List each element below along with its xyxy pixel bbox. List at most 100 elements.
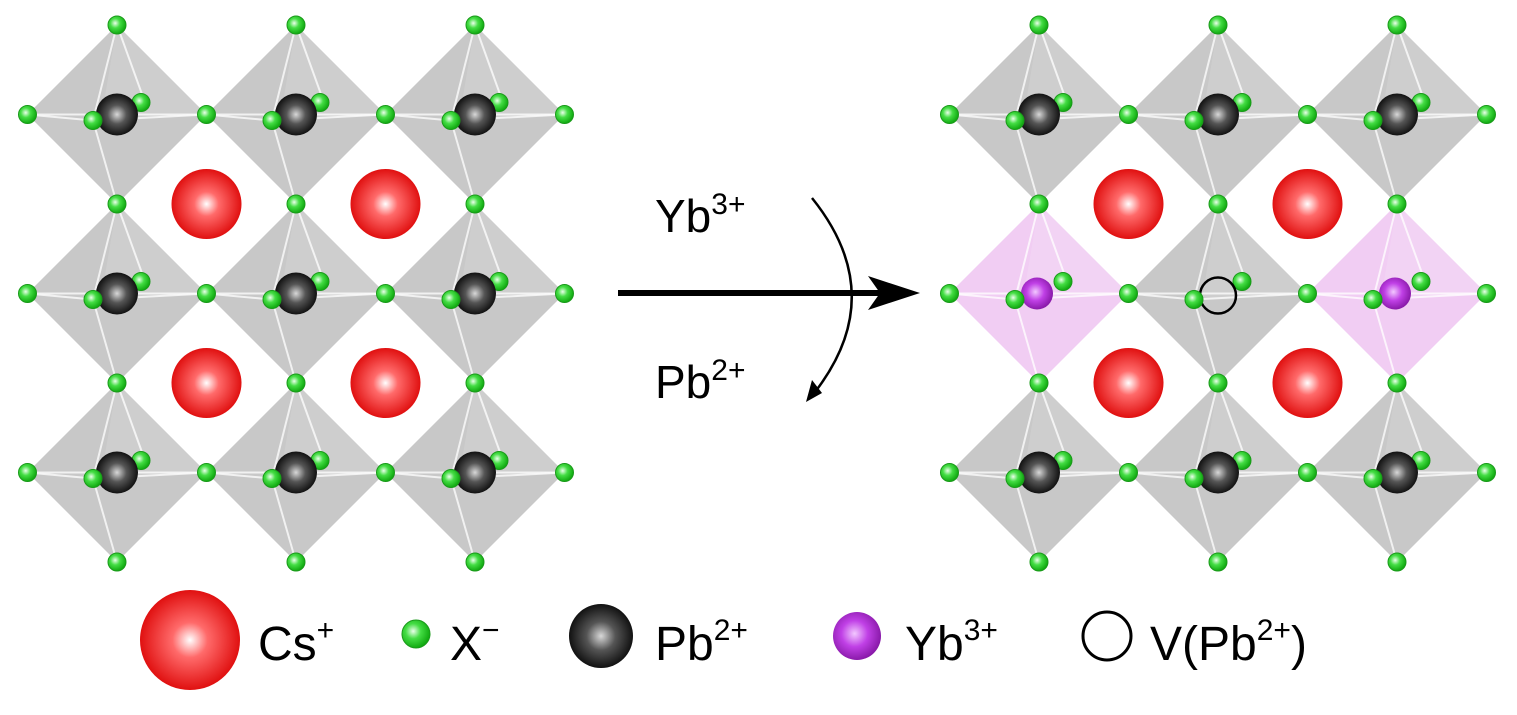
octahedron-edge	[271, 203, 297, 300]
octahedron-edge	[1372, 382, 1398, 479]
x-anion-back	[1053, 272, 1073, 291]
legend-cs-swatch	[140, 590, 240, 690]
octahedron-edge	[1396, 24, 1426, 103]
x-anion-front	[1363, 290, 1383, 309]
straight-arrow-head	[868, 276, 920, 310]
octahedron-edge	[1014, 382, 1040, 479]
legend-yb-swatch	[833, 612, 881, 660]
x-anion-vertex	[1119, 105, 1138, 124]
x-anion-front	[1363, 111, 1383, 130]
x-anion-vertex	[1029, 15, 1049, 35]
legend-pb-swatch	[569, 604, 633, 668]
octahedron-edge	[1014, 24, 1040, 121]
octahedron-edge	[1038, 382, 1068, 461]
x-anion-vertex	[1298, 105, 1317, 124]
octahedron-edge	[92, 478, 118, 563]
x-anion-vertex	[1298, 463, 1317, 482]
yb-cation	[1379, 277, 1411, 310]
legend-vacancy-label: V(Pb2+)	[1150, 614, 1307, 671]
curved-arrow-head	[806, 380, 822, 402]
octahedron-edge	[1372, 120, 1398, 205]
reaction-arrow	[618, 197, 920, 402]
x-anion-vertex	[465, 552, 485, 572]
x-anion-front	[83, 290, 103, 309]
octahedron-edge	[1396, 382, 1426, 461]
x-anion-back	[1411, 272, 1431, 291]
octahedron-edge	[1217, 24, 1247, 103]
curved-exchange-arrow	[811, 197, 853, 393]
x-anion-front	[1184, 290, 1204, 309]
x-anion-vertex	[286, 373, 306, 393]
octahedron-edge	[92, 299, 118, 384]
octahedron-edge	[116, 24, 146, 103]
x-anion-vertex	[940, 105, 959, 124]
x-anion-vertex	[1029, 373, 1049, 393]
octahedron-edge	[1396, 203, 1426, 282]
outgoing-ion-label: Pb2+	[655, 354, 745, 408]
octahedron-edge	[1038, 203, 1068, 282]
pb-cation	[96, 272, 138, 315]
octahedron-edge	[1193, 478, 1219, 563]
x-anion-vertex	[197, 284, 216, 303]
yb-cation	[1021, 277, 1053, 310]
octahedron-edge	[1014, 203, 1040, 300]
pb-cation	[96, 451, 138, 494]
x-anion-vertex	[555, 105, 574, 124]
x-anion-vertex	[1387, 15, 1407, 35]
pristine-lattice	[18, 15, 574, 572]
x-anion-vertex	[376, 284, 395, 303]
pb-cation	[454, 93, 496, 136]
cs-cation	[1272, 169, 1343, 239]
x-anion-vertex	[1387, 194, 1407, 214]
octahedron-edge	[1014, 299, 1040, 384]
x-anion-vertex	[18, 284, 37, 303]
octahedron-edge	[295, 24, 325, 103]
x-anion-vertex	[1119, 284, 1138, 303]
x-anion-vertex	[465, 15, 485, 35]
octahedron-edge	[1193, 299, 1219, 384]
octahedron-edge	[1372, 478, 1398, 563]
x-anion-vertex	[1477, 284, 1496, 303]
x-anion-vertex	[376, 105, 395, 124]
x-anion-vertex	[376, 463, 395, 482]
doped-lattice	[940, 15, 1496, 572]
octahedron-edge	[450, 120, 476, 205]
x-anion-vertex	[1029, 552, 1049, 572]
octahedron-facet	[1023, 204, 1129, 300]
octahedron-edge	[1193, 203, 1219, 300]
x-anion-vertex	[286, 15, 306, 35]
x-anion-vertex	[940, 284, 959, 303]
legend-x-swatch	[401, 619, 431, 649]
octahedron-edge	[1193, 382, 1219, 479]
x-anion-front	[262, 111, 282, 130]
x-anion-vertex	[1387, 552, 1407, 572]
pb-cation	[1376, 451, 1418, 494]
x-anion-vertex	[1298, 284, 1317, 303]
legend-pb-label: Pb2+	[655, 614, 748, 671]
x-anion-vertex	[1208, 194, 1228, 214]
pb-cation	[1018, 93, 1060, 136]
x-anion-front	[441, 469, 461, 488]
x-anion-vertex	[1119, 463, 1138, 482]
octahedron-edge	[271, 478, 297, 563]
x-anion-vertex	[107, 552, 127, 572]
x-anion-vertex	[18, 463, 37, 482]
octahedron-edge	[271, 24, 297, 121]
pb-cation	[1197, 451, 1239, 494]
x-anion-vertex	[465, 373, 485, 393]
cs-cation	[1093, 169, 1164, 239]
pb-cation	[275, 451, 317, 494]
legend-vacancy-swatch	[1081, 610, 1133, 662]
x-anion-vertex	[197, 105, 216, 124]
x-anion-vertex	[465, 194, 485, 214]
octahedron-edge	[271, 299, 297, 384]
x-anion-vertex	[107, 373, 127, 393]
pb-cation	[96, 93, 138, 136]
x-anion-vertex	[1387, 373, 1407, 393]
octahedron-edge	[474, 382, 504, 461]
x-anion-front	[1184, 469, 1204, 488]
octahedron-edge	[1372, 203, 1398, 300]
cs-cation	[350, 169, 421, 239]
